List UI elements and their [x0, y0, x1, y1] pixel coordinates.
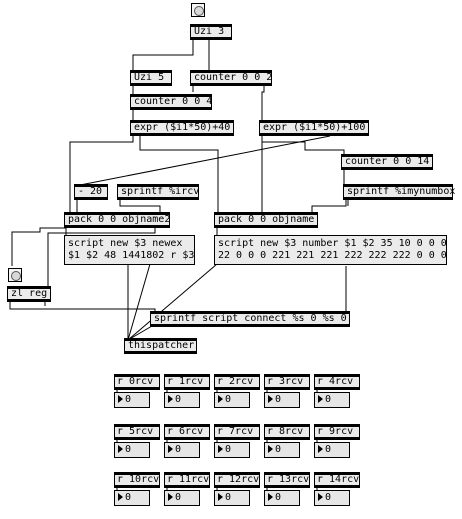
number-box[interactable]: 0: [114, 392, 150, 408]
number-box[interactable]: 0: [264, 392, 300, 408]
pack-objname2-object[interactable]: pack 0 0 objname2: [64, 212, 170, 228]
number-arrow-icon: [168, 445, 173, 453]
counter-0-0-2-object[interactable]: counter 0 0 2: [190, 70, 272, 86]
number-value: 0: [175, 394, 182, 405]
number-value: 0: [275, 492, 282, 503]
zl-reg-object[interactable]: zl reg: [7, 286, 51, 302]
counter-0-0-4-object[interactable]: counter 0 0 4: [130, 94, 212, 110]
number-box[interactable]: 0: [164, 392, 200, 408]
number-box[interactable]: 0: [164, 490, 200, 506]
receive-object[interactable]: r 12rcv: [214, 472, 260, 488]
receive-object[interactable]: r 14rcv: [314, 472, 360, 488]
number-box[interactable]: 0: [264, 442, 300, 458]
expr-40-object[interactable]: expr ($i1*50)+40: [130, 120, 234, 136]
number-arrow-icon: [318, 493, 323, 501]
number-box[interactable]: 0: [214, 442, 250, 458]
receive-object[interactable]: r 10rcv: [114, 472, 160, 488]
number-value: 0: [125, 444, 132, 455]
number-box[interactable]: 0: [214, 392, 250, 408]
number-arrow-icon: [118, 493, 123, 501]
receive-object[interactable]: r 6rcv: [164, 424, 210, 440]
receive-object[interactable]: r 0rcv: [114, 374, 160, 390]
number-arrow-icon: [218, 395, 223, 403]
number-arrow-icon: [318, 395, 323, 403]
sprintf-ircv-object[interactable]: sprintf %ircv: [117, 184, 199, 200]
number-box[interactable]: 0: [314, 392, 350, 408]
number-value: 0: [225, 444, 232, 455]
number-arrow-icon: [168, 493, 173, 501]
number-arrow-icon: [118, 445, 123, 453]
newex-message[interactable]: script new $3 newex $1 $2 48 1441802 r $…: [64, 235, 195, 265]
sprintf-connect-object[interactable]: sprintf script connect %s 0 %s 0: [150, 311, 350, 327]
number-box[interactable]: 0: [214, 490, 250, 506]
receive-object[interactable]: r 13rcv: [264, 472, 310, 488]
number-value: 0: [225, 394, 232, 405]
uzi-5-object[interactable]: Uzi 5: [130, 70, 172, 86]
number-arrow-icon: [218, 493, 223, 501]
receive-object[interactable]: r 2rcv: [214, 374, 260, 390]
number-value: 0: [325, 394, 332, 405]
number-arrow-icon: [268, 395, 273, 403]
number-box[interactable]: 0: [114, 490, 150, 506]
number-value: 0: [275, 394, 282, 405]
receive-object[interactable]: r 3rcv: [264, 374, 310, 390]
number-value: 0: [225, 492, 232, 503]
receive-object[interactable]: r 1rcv: [164, 374, 210, 390]
uzi-3-object[interactable]: Uzi 3: [190, 24, 232, 40]
bang-icon: [11, 271, 21, 281]
receive-object[interactable]: r 9rcv: [314, 424, 360, 440]
receive-object[interactable]: r 5rcv: [114, 424, 160, 440]
number-arrow-icon: [268, 493, 273, 501]
receive-object[interactable]: r 4rcv: [314, 374, 360, 390]
number-box[interactable]: 0: [314, 442, 350, 458]
number-arrow-icon: [168, 395, 173, 403]
bang-button-top[interactable]: [191, 3, 205, 17]
number-arrow-icon: [268, 445, 273, 453]
number-arrow-icon: [318, 445, 323, 453]
expr-100-object[interactable]: expr ($i1*50)+100: [259, 120, 369, 136]
number-value: 0: [325, 492, 332, 503]
number-value: 0: [275, 444, 282, 455]
sprintf-imynumbox-object[interactable]: sprintf %imynumbox: [343, 184, 455, 200]
number-box[interactable]: 0: [264, 490, 300, 506]
counter-0-0-14-object[interactable]: counter 0 0 14: [341, 154, 433, 170]
number-box[interactable]: 0: [114, 442, 150, 458]
receive-object[interactable]: r 11rcv: [164, 472, 210, 488]
number-message[interactable]: script new $3 number $1 $2 35 10 0 0 0 2…: [214, 235, 447, 265]
pack-objname-object[interactable]: pack 0 0 objname: [214, 212, 318, 228]
bang-button-left[interactable]: [8, 268, 22, 282]
number-value: 0: [325, 444, 332, 455]
number-value: 0: [125, 394, 132, 405]
number-arrow-icon: [218, 445, 223, 453]
minus-20-object[interactable]: - 20: [74, 184, 108, 200]
number-arrow-icon: [118, 395, 123, 403]
number-box[interactable]: 0: [314, 490, 350, 506]
receive-object[interactable]: r 7rcv: [214, 424, 260, 440]
thispatcher-object[interactable]: thispatcher: [124, 338, 197, 354]
number-value: 0: [175, 444, 182, 455]
number-value: 0: [175, 492, 182, 503]
number-box[interactable]: 0: [164, 442, 200, 458]
receive-object[interactable]: r 8rcv: [264, 424, 310, 440]
bang-icon: [194, 6, 204, 16]
number-value: 0: [125, 492, 132, 503]
